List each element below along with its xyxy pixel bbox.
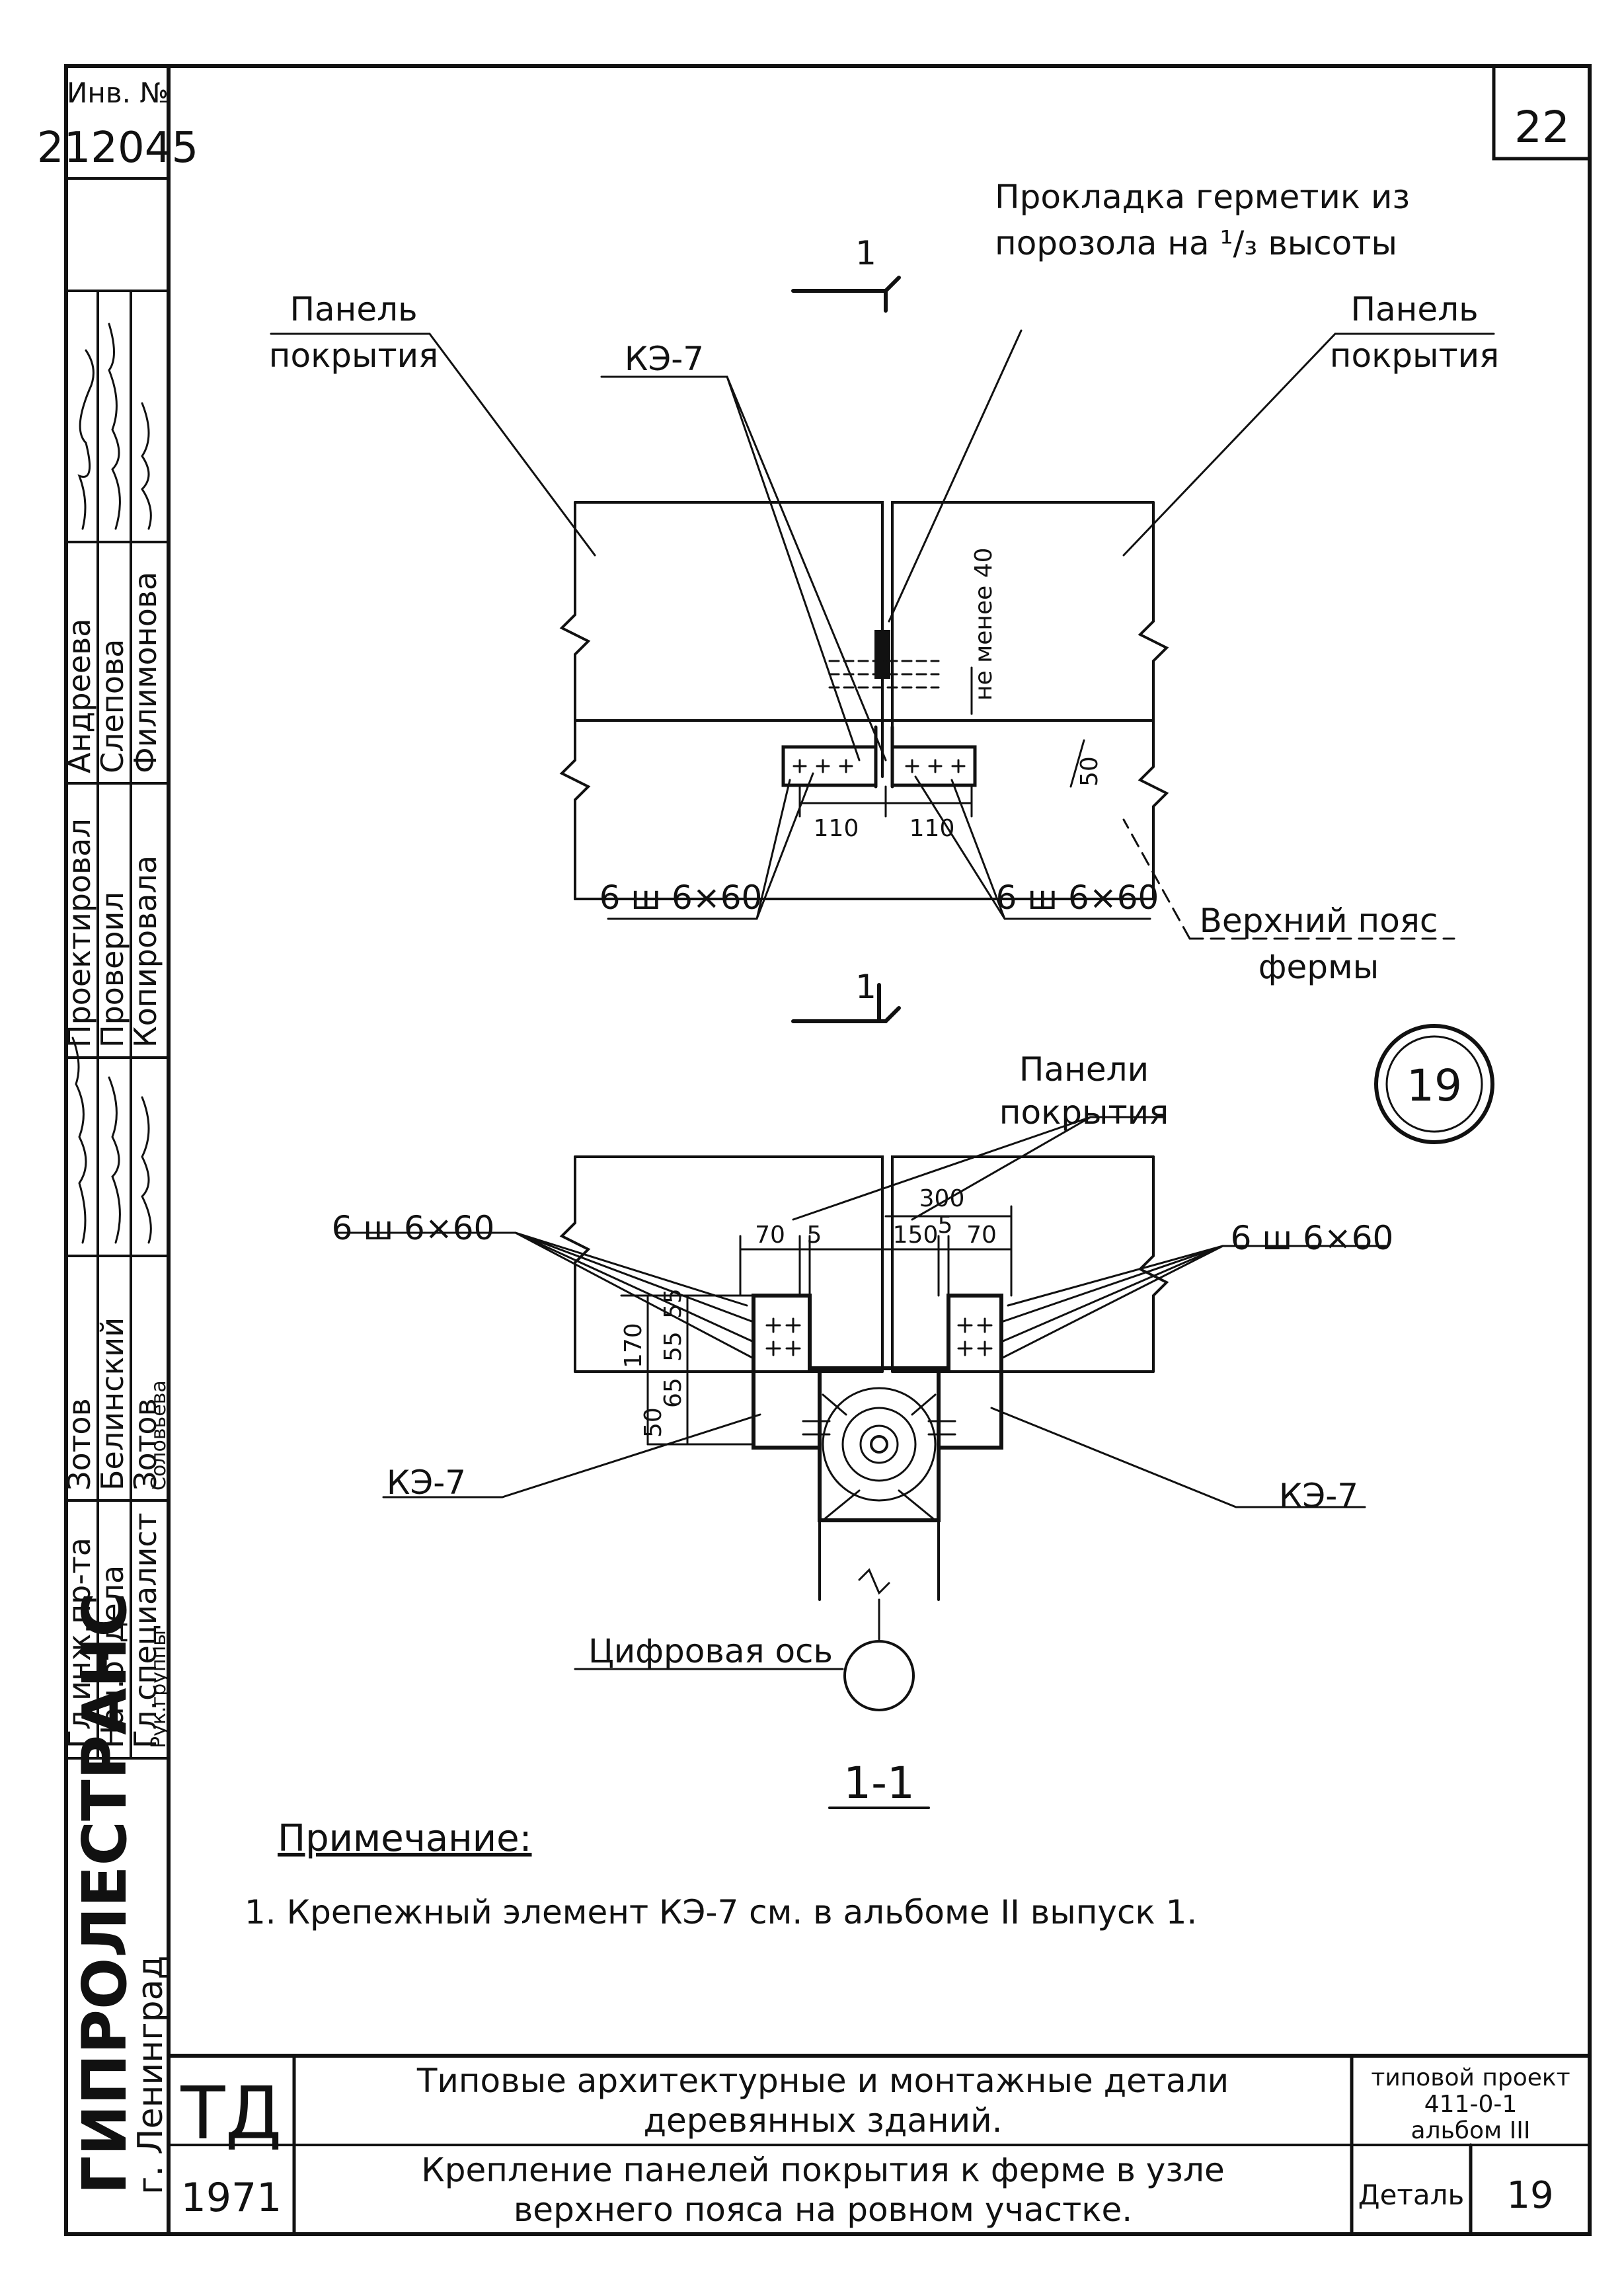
stamp-role-name: Зотов — [128, 1398, 163, 1491]
stamp-action-name: Слепова — [95, 639, 130, 773]
series-line1: Типовые архитектурные и монтажные детали — [416, 2062, 1229, 2100]
inventory-label: Инв. № — [67, 77, 169, 109]
project-line3: альбом III — [1411, 2117, 1531, 2144]
dimension-55-b: 55 — [660, 1331, 687, 1362]
year: 1971 — [181, 2175, 282, 2221]
inventory-number: 212045 — [37, 124, 198, 173]
section-title: 1-1 — [843, 1758, 915, 1809]
section-mark-top: 1 — [855, 234, 876, 272]
stamp-role-title: Гл.инж.пр-та — [61, 1537, 97, 1748]
stamp-action-title: Проверил — [95, 892, 130, 1048]
title-line1: Крепление панелей покрытия к ферме в узл… — [421, 2151, 1224, 2189]
dimension-65: 65 — [660, 1378, 687, 1408]
detail-circle: 19 — [1374, 1024, 1494, 1144]
dimension-170: 170 — [620, 1323, 647, 1368]
dimension-5-left: 5 — [807, 1222, 822, 1249]
section-mark-bottom: 1 — [855, 968, 876, 1006]
panel-left-line2: покрытия — [269, 336, 438, 375]
top-view — [270, 276, 1495, 1023]
panels-label-line1: Панели — [1019, 1050, 1149, 1089]
stamp-action-title: Проектировал — [61, 818, 97, 1048]
chord-label-line1: Верхний пояс — [1200, 902, 1438, 940]
panels-label-line2: покрытия — [999, 1093, 1169, 1132]
stamp-action-name: Филимонова — [128, 572, 163, 773]
stamp-role-title: Гл.специалист — [128, 1512, 163, 1748]
left-stamp — [65, 177, 170, 1760]
dimension-55-a: 55 — [660, 1288, 687, 1319]
screws-left-label: 6 ш 6×60 — [599, 878, 763, 917]
screws-left-label: 6 ш 6×60 — [332, 1209, 495, 1247]
stamp-role-title: Нач.отдела — [95, 1565, 130, 1748]
project-line2: 411-0-1 — [1424, 2091, 1518, 2118]
stamp-role-name: Белинский — [95, 1317, 130, 1491]
sealant-note-line1: Прокладка герметик из — [995, 178, 1410, 216]
chord-label-line2: фермы — [1258, 948, 1379, 986]
screws-right-label: 6 ш 6×60 — [996, 878, 1159, 917]
dimension-70-left: 70 — [755, 1222, 785, 1249]
organization-city: г. Ленинград — [131, 1956, 171, 2195]
fastener-right-label: КЭ-7 — [1279, 1477, 1358, 1515]
stamp-action-name: Андреева — [61, 619, 97, 773]
screws-right-label: 6 ш 6×60 — [1231, 1219, 1394, 1257]
dimension-50: 50 — [1076, 756, 1103, 787]
axis-label: Цифровая ось — [588, 1632, 833, 1670]
detail-value: 19 — [1506, 2174, 1553, 2217]
section-view-labels: Панели покрытия 300 70 5 150 5 70 6 ш 6×… — [332, 1050, 1394, 1809]
section-view — [336, 1116, 1389, 1809]
detail-label: Деталь — [1358, 2179, 1464, 2211]
panel-left-line1: Панель — [290, 290, 417, 329]
project-line1: типовой проект — [1371, 2064, 1570, 2091]
dimension-110-right: 110 — [909, 815, 955, 842]
signatures — [71, 323, 152, 1244]
note-item: 1. Крепежный элемент КЭ-7 см. в альбоме … — [245, 1893, 1197, 1931]
stamp-action-title: Копировала — [128, 855, 163, 1048]
title-line2: верхнего пояса на ровном участке. — [514, 2191, 1132, 2229]
dimension-150: 150 — [893, 1222, 939, 1249]
panel-right-line2: покрытия — [1330, 336, 1499, 375]
detail-number: 19 — [1407, 1060, 1462, 1111]
dimension-70-right: 70 — [966, 1222, 997, 1249]
sealant-note-line2: порозола на ¹/₃ высоты — [995, 224, 1397, 262]
fastener-label: КЭ-7 — [625, 340, 704, 378]
sheet-number-box: 22 — [1492, 64, 1592, 161]
top-view-labels: 1 1 Прокладка герметик из порозола на ¹/… — [269, 178, 1499, 1006]
logo: ТД — [180, 2071, 282, 2156]
dimension-110-left: 110 — [814, 815, 859, 842]
min-dimension: не менее 40 — [970, 547, 997, 701]
organization-name: ГИПРОЛЕСТРАНС — [69, 1592, 140, 2195]
title-block — [167, 2054, 1591, 2236]
notes: Примечание: 1. Крепежный элемент КЭ-7 см… — [245, 1817, 1197, 1931]
fastener-left-label: КЭ-7 — [387, 1463, 466, 1502]
dimension-50: 50 — [640, 1407, 667, 1438]
notes-heading: Примечание: — [278, 1817, 531, 1860]
title-block-text: ТД 1971 Типовые архитектурные и монтажны… — [180, 2062, 1570, 2229]
dimension-5-right: 5 — [938, 1212, 953, 1239]
sheet-number: 22 — [1514, 102, 1570, 153]
dimension-300: 300 — [919, 1185, 965, 1212]
series-line2: деревянных зданий. — [643, 2101, 1002, 2140]
panel-right-line1: Панель — [1350, 290, 1478, 329]
stamp-role-name: Зотов — [61, 1398, 97, 1491]
stamp-role-title: Рук.группы — [147, 1630, 171, 1748]
stamp-role-name: Соловьева — [147, 1380, 171, 1491]
